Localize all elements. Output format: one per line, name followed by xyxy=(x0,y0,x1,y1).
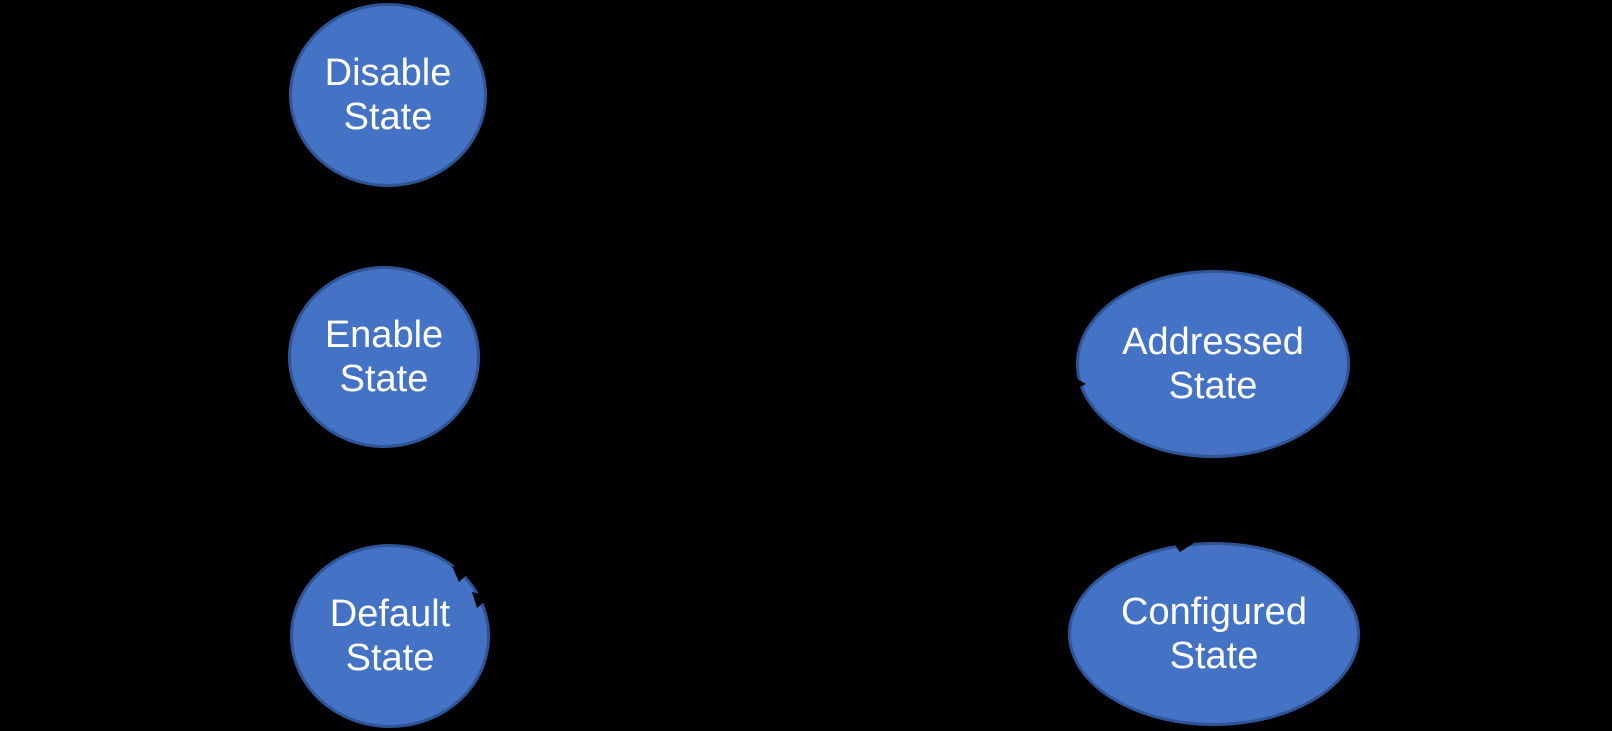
state-node-label-line: State xyxy=(345,637,435,679)
state-node-label-line: Disable xyxy=(324,51,452,94)
state-node-label-line: State xyxy=(1168,365,1258,407)
state-node-label-line: Configured xyxy=(1121,590,1307,633)
state-node-addressed: Addressed State xyxy=(1076,270,1350,458)
state-node-default: Default State xyxy=(290,544,490,728)
state-node-label-line: Addressed xyxy=(1122,320,1304,363)
state-node-enable: Enable State xyxy=(288,266,480,448)
state-node-label-line: Default xyxy=(329,592,451,635)
state-node-label-line: State xyxy=(343,96,433,138)
state-node-label-line: State xyxy=(339,358,429,400)
state-node-label-line: Enable xyxy=(324,313,444,356)
state-node-configured: Configured State xyxy=(1068,542,1360,726)
state-node-disable: Disable State xyxy=(289,3,487,187)
state-node-label-line: State xyxy=(1169,635,1259,677)
